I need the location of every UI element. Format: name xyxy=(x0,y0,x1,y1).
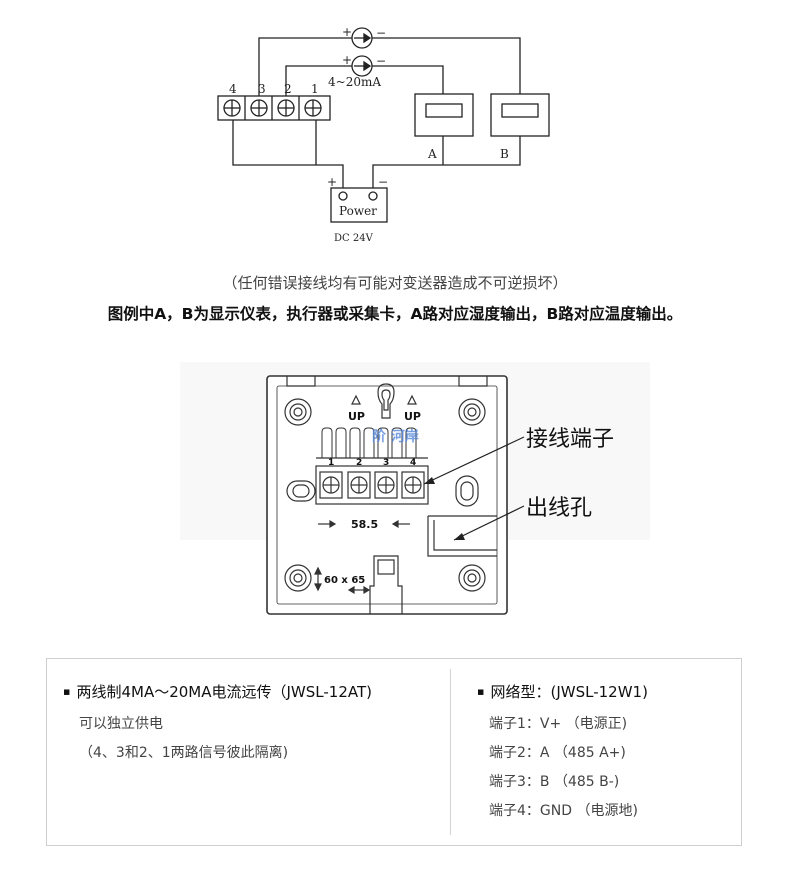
network-terminal-4: 端子4：GND （电源地) xyxy=(489,803,638,819)
analog-model-line-1: 可以独立供电 xyxy=(79,716,163,732)
wire-loop-b xyxy=(258,37,521,96)
wiring-diagram: + − + − 4~20mA 4 3 2 1 A B + − Power DC … xyxy=(217,25,550,244)
model-info-box: ▪ 两线制4MA～20MA电流远传（JWSL-12AT) 可以独立供电 （4、3和… xyxy=(46,658,742,846)
panel-screw-terminal-icons xyxy=(319,471,425,499)
meter-b-label: B xyxy=(500,147,509,161)
panel-inner-frame xyxy=(276,385,498,605)
current-meter-icon-bottom xyxy=(351,55,373,77)
info-box-divider xyxy=(450,669,451,835)
power-supply xyxy=(330,187,388,223)
bullet-icon: ▪ xyxy=(63,685,71,698)
bullet-icon: ▪ xyxy=(477,685,485,698)
meter-top-plus: + xyxy=(342,25,352,39)
side-slot-left-inner xyxy=(292,484,310,498)
bottom-latch-inner xyxy=(377,559,395,575)
side-slot-right xyxy=(455,475,479,507)
analog-model-title-text: 两线制4MA～20MA电流远传（JWSL-12AT) xyxy=(76,683,372,701)
meter-b-display xyxy=(501,103,539,118)
size-arrows-icon xyxy=(314,566,371,595)
meter-bottom-minus: − xyxy=(376,54,386,68)
meter-bottom-plus: + xyxy=(342,53,352,67)
network-terminal-3: 端子3：B （485 B-) xyxy=(489,774,620,790)
network-model-title-text: 网络型：(JWSL-12W1) xyxy=(490,683,648,701)
terminal-number-4: 4 xyxy=(229,82,237,96)
size-label: 60 x 65 xyxy=(324,575,365,586)
meter-a-display xyxy=(425,103,463,118)
network-model-section: ▪ 网络型：(JWSL-12W1) 端子1：V+ （电源正) 端子2：A （485… xyxy=(477,681,648,826)
panel-terminal-2: 2 xyxy=(356,458,362,468)
current-meter-icon-top xyxy=(351,27,373,49)
terminal-callout-line xyxy=(423,436,525,485)
power-label: Power xyxy=(339,204,377,218)
cable-hole-callout-arrowhead xyxy=(454,533,465,540)
mounting-hole-icons xyxy=(284,398,486,592)
analog-model-line-2: （4、3和2、1两路信号彼此隔离) xyxy=(79,745,289,761)
terminal-block-callout: 接线端子 xyxy=(526,427,614,452)
network-terminal-2: 端子2：A （485 A+) xyxy=(489,745,626,761)
side-slot-right-inner xyxy=(460,481,474,501)
cable-hole-callout: 出线孔 xyxy=(526,496,592,521)
terminal-callout-arrowhead xyxy=(424,477,435,484)
spacing-arrows-icon xyxy=(318,519,410,529)
wiring-warning-note: （任何错误接线均有可能对变送器造成不可逆损坏） xyxy=(222,274,568,292)
meter-b xyxy=(490,93,550,137)
power-minus-sign: − xyxy=(378,175,388,189)
cable-outlet-hole xyxy=(427,516,497,557)
analog-model-section: ▪ 两线制4MA～20MA电流远传（JWSL-12AT) 可以独立供电 （4、3和… xyxy=(63,681,372,768)
panel-terminal-1: 1 xyxy=(328,458,334,468)
signal-label: 4~20mA xyxy=(328,75,381,89)
cable-hole-callout-line xyxy=(453,505,525,541)
up-arrow-icon-right xyxy=(407,394,417,405)
keyhole-hanger-icon xyxy=(377,383,395,419)
keyhole-inner xyxy=(381,389,391,411)
meter-a xyxy=(414,93,474,137)
wire-terminal4-power-plus xyxy=(232,120,344,188)
up-label-right: UP xyxy=(404,410,421,423)
network-terminal-1: 端子1：V+ （电源正) xyxy=(489,716,628,732)
side-slot-left xyxy=(286,480,316,502)
up-arrow-icon-left xyxy=(351,394,361,405)
terminal-block-fins xyxy=(321,427,417,458)
power-plus-terminal xyxy=(338,191,348,201)
screw-terminal-icons xyxy=(223,96,322,120)
terminal-number-1: 1 xyxy=(311,82,319,96)
network-model-title: ▪ 网络型：(JWSL-12W1) xyxy=(477,681,648,702)
bottom-latch xyxy=(369,555,403,614)
power-plus-sign: + xyxy=(327,175,337,189)
power-minus-terminal xyxy=(368,191,378,201)
spacing-label: 58.5 xyxy=(351,518,378,531)
analog-model-title: ▪ 两线制4MA～20MA电流远传（JWSL-12AT) xyxy=(63,681,372,702)
terminal-number-2: 2 xyxy=(284,82,292,96)
back-panel-drawing: UP UP 1 2 3 4 58.5 60 x 65 接线端子 出线孔 阶 河岸 xyxy=(266,375,615,615)
terminal-number-3: 3 xyxy=(258,82,266,96)
legend-note: 图例中A，B为显示仪表，执行器或采集卡，A路对应湿度输出，B路对应温度输出。 xyxy=(107,305,683,323)
power-voltage: DC 24V xyxy=(334,233,374,244)
meter-a-label: A xyxy=(427,147,437,161)
meter-top-minus: − xyxy=(376,26,386,40)
watermark-logo: 阶 河岸 xyxy=(372,428,419,445)
up-label-left: UP xyxy=(348,410,365,423)
panel-terminal-4: 4 xyxy=(410,458,416,468)
cable-outlet-inner xyxy=(433,520,497,551)
panel-terminal-3: 3 xyxy=(383,458,389,468)
wire-power-minus-meters xyxy=(372,136,521,188)
